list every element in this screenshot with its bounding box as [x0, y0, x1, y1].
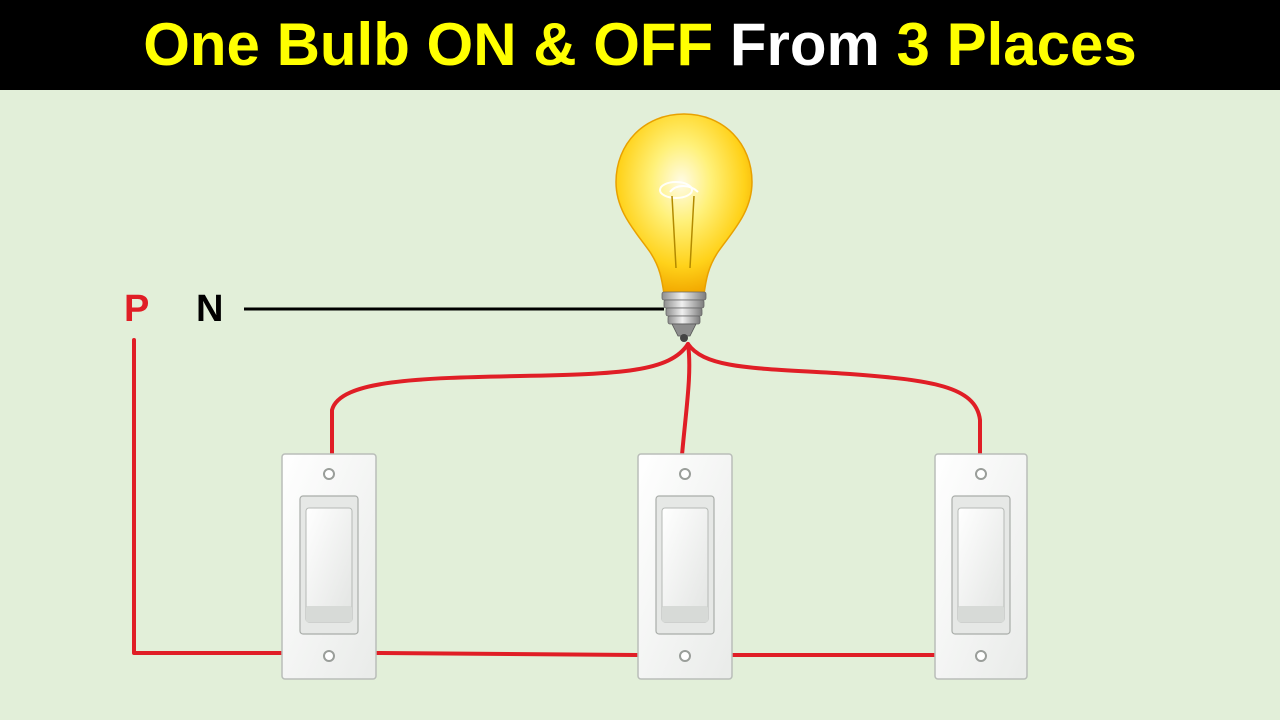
title-part-3: 3 Places — [896, 11, 1137, 78]
phase-wire-bottom-link-1 — [374, 651, 640, 657]
phase-wiring — [132, 338, 982, 657]
neutral-label: N — [196, 288, 224, 330]
bulb-to-switch-1-wire — [330, 342, 690, 457]
switch-3 — [934, 453, 1028, 680]
light-bulb-icon — [615, 113, 753, 342]
title-part-2: From — [729, 11, 880, 78]
title-bar: One Bulb ON & OFF From 3 Places — [0, 0, 1280, 90]
switch-2 — [637, 453, 733, 680]
page-title: One Bulb ON & OFF From 3 Places — [143, 15, 1137, 75]
bulb-to-switch-3-wire — [686, 342, 982, 457]
title-part-1: One Bulb ON & OFF — [143, 11, 714, 78]
bulb-to-switch-2-wire — [680, 342, 692, 457]
phase-label: P — [124, 288, 150, 330]
phase-wire-supply — [132, 338, 284, 655]
switch-1 — [281, 453, 377, 680]
